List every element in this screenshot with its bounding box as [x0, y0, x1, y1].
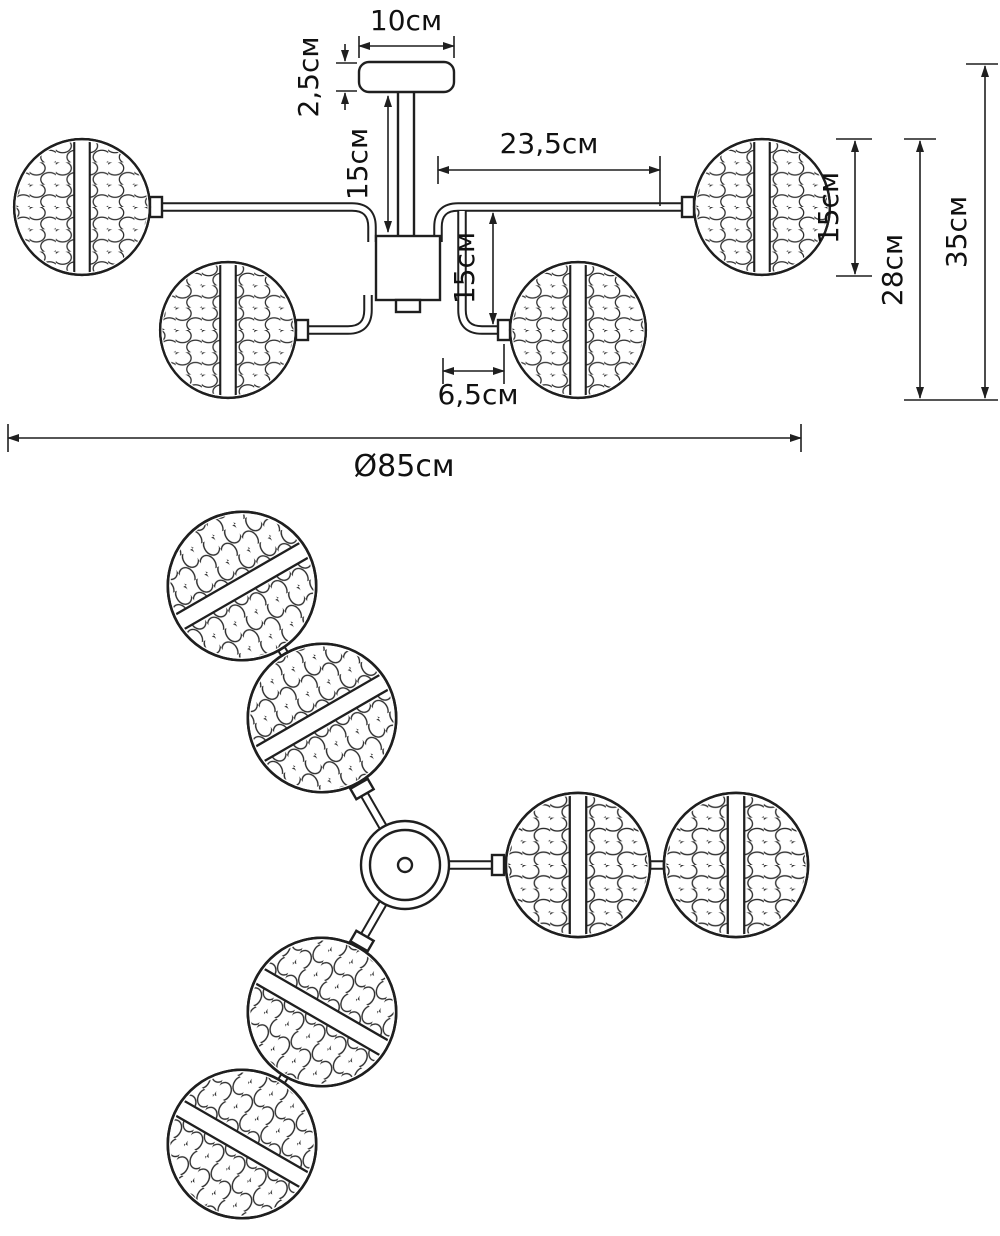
ceiling-canopy [357, 60, 456, 94]
overall-height-label: 35см [940, 196, 973, 268]
shade-connector [496, 318, 512, 342]
hub-body [374, 234, 442, 302]
shade-connector [294, 318, 310, 342]
shade-connector [148, 195, 164, 219]
center-hub [359, 819, 451, 911]
shade-connector [348, 929, 376, 953]
shade-upper-right [694, 135, 830, 279]
dim-hub-to-shade: 6,5см [437, 344, 519, 411]
shade-connector [490, 853, 506, 877]
shade-right-inner [506, 789, 650, 941]
dim-overall-diameter: Ø85см [7, 424, 802, 484]
stem [396, 88, 416, 240]
shade-right-outer [664, 789, 808, 941]
shade-lower-left [160, 258, 296, 402]
dim-stem-length: 15см [341, 95, 392, 233]
dim-overall-height: 35см [904, 63, 998, 401]
arm-reach-label: 23,5см [500, 127, 599, 160]
dim-canopy-height: 2,5см [292, 36, 357, 118]
dim-shade-height: 15см [812, 138, 872, 277]
dim-arm-reach: 23,5см [437, 127, 661, 206]
canopy-width-label: 10см [370, 4, 442, 37]
fixture-height-label: 28см [876, 234, 909, 306]
arm-drop-label: 15см [448, 232, 481, 304]
arms-side [162, 202, 682, 335]
overall-diameter-label: Ø85см [354, 449, 455, 484]
dim-arm-drop: 15см [448, 212, 497, 325]
stem-length-label: 15см [341, 128, 374, 200]
side-view: 10см 2,5см 15см 23,5см 15см 6,5 [7, 4, 998, 484]
shade-upper-left [14, 135, 150, 279]
canopy-height-label: 2,5см [292, 36, 325, 117]
shade-height-label: 15см [812, 172, 845, 244]
shade-connector [348, 777, 376, 801]
hub-to-shade-label: 6,5см [437, 378, 518, 411]
shade-lower-right [510, 258, 646, 402]
hub-cap [394, 298, 422, 314]
plan-view [137, 483, 808, 1236]
dim-canopy-width: 10см [358, 4, 455, 58]
dim-fixture-height: 28см [876, 138, 936, 399]
shade-connector [680, 195, 696, 219]
